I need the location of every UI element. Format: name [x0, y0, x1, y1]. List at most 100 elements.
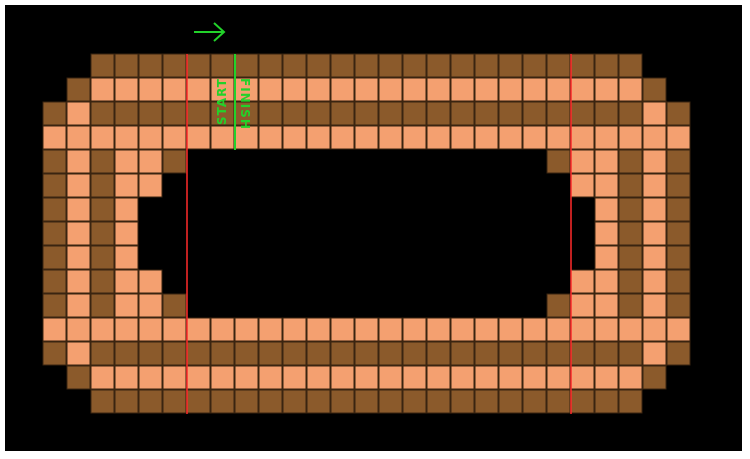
track-tile: [451, 54, 474, 77]
track-tile: [67, 246, 90, 269]
track-tile: [571, 270, 594, 293]
track-tile: [379, 126, 402, 149]
track-tile: [427, 342, 450, 365]
track-tile: [643, 222, 666, 245]
track-tile: [43, 126, 66, 149]
track-tile: [451, 102, 474, 125]
track-tile: [259, 366, 282, 389]
track-tile: [115, 198, 138, 221]
track-tile: [571, 366, 594, 389]
track-tile: [91, 366, 114, 389]
track-tile: [451, 318, 474, 341]
track-tile: [139, 54, 162, 77]
track-tile: [379, 54, 402, 77]
track-tile: [91, 294, 114, 317]
track-tile: [547, 366, 570, 389]
track-tile: [571, 126, 594, 149]
track-tile: [43, 102, 66, 125]
track-tile: [283, 102, 306, 125]
track-tile: [211, 342, 234, 365]
track-tile: [643, 342, 666, 365]
track-tile: [595, 198, 618, 221]
track-tile: [379, 78, 402, 101]
track-tile: [427, 318, 450, 341]
track-tile: [139, 150, 162, 173]
track-tile: [235, 318, 258, 341]
track-tile: [115, 102, 138, 125]
track-tile: [619, 390, 642, 413]
track-tile: [43, 294, 66, 317]
track-tile: [427, 102, 450, 125]
track-tile: [619, 270, 642, 293]
track-tile: [619, 198, 642, 221]
track-tile: [307, 318, 330, 341]
track-tile: [163, 318, 186, 341]
track-tile: [643, 126, 666, 149]
track-tile: [67, 270, 90, 293]
track-tile: [451, 342, 474, 365]
track-tile: [259, 342, 282, 365]
track-tile: [91, 198, 114, 221]
track-tile: [163, 366, 186, 389]
track-tile: [427, 126, 450, 149]
track-tile: [451, 366, 474, 389]
track-tile: [307, 342, 330, 365]
track-tile: [595, 174, 618, 197]
track-tile: [355, 366, 378, 389]
track-tile: [355, 126, 378, 149]
track-tile: [259, 390, 282, 413]
track-tile: [499, 390, 522, 413]
track-tile: [43, 174, 66, 197]
track-tile: [379, 390, 402, 413]
track-tile: [235, 390, 258, 413]
track-tile: [43, 198, 66, 221]
track-tile: [43, 318, 66, 341]
track-tile: [211, 126, 234, 149]
track-tile: [643, 318, 666, 341]
track-tile: [595, 270, 618, 293]
track-tile: [547, 390, 570, 413]
track-tile: [67, 102, 90, 125]
track-tile: [403, 342, 426, 365]
track-tile: [67, 294, 90, 317]
track-tile: [331, 78, 354, 101]
track-tile: [91, 78, 114, 101]
track-tile: [619, 222, 642, 245]
track-tile: [499, 54, 522, 77]
track-tile: [307, 366, 330, 389]
track-tile: [67, 78, 90, 101]
track-tile: [67, 366, 90, 389]
track-tile: [403, 390, 426, 413]
track-tile: [259, 54, 282, 77]
track-tile: [331, 390, 354, 413]
track-tile: [547, 294, 570, 317]
track-tile: [499, 78, 522, 101]
track-tile: [451, 390, 474, 413]
track-tile: [499, 102, 522, 125]
track-tile: [115, 78, 138, 101]
track-tile: [475, 78, 498, 101]
track-tile: [283, 342, 306, 365]
track-tile: [283, 78, 306, 101]
track-tile: [547, 318, 570, 341]
track-tile: [355, 54, 378, 77]
track-tile: [571, 78, 594, 101]
track-tile: [643, 102, 666, 125]
track-tile: [379, 318, 402, 341]
track-tile: [523, 54, 546, 77]
track-tile: [91, 174, 114, 197]
track-tile: [139, 174, 162, 197]
track-tile: [283, 126, 306, 149]
track-tile: [595, 78, 618, 101]
track-tile: [307, 54, 330, 77]
track-tile: [355, 390, 378, 413]
track-tile: [283, 318, 306, 341]
track-tile: [139, 78, 162, 101]
track-tile: [523, 390, 546, 413]
track-tile: [595, 294, 618, 317]
track-tile: [187, 78, 210, 101]
track-tile: [547, 150, 570, 173]
track-tile: [283, 390, 306, 413]
track-tile: [547, 78, 570, 101]
